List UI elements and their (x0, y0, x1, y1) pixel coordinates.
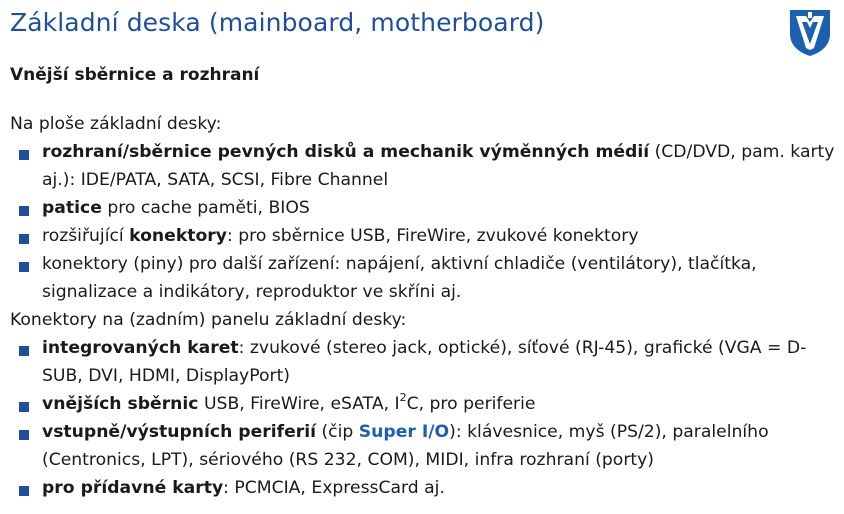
item-label: vstupně/výstupních periferií (42, 422, 317, 442)
item-label: patice (42, 198, 102, 218)
item-text: C, pro periferie (406, 394, 536, 414)
accent-term: Super I/O (358, 422, 450, 442)
list-item: konektory (piny) pro další zařízení: nap… (10, 250, 836, 306)
item-text: konektory (piny) pro další zařízení: nap… (42, 254, 757, 302)
list-item: pro přídavné karty: PCMCIA, ExpressCard … (10, 474, 836, 502)
item-text: ): klávesnice, myš (PS/2), paralelního (… (42, 422, 769, 470)
square-bullet-icon (19, 206, 29, 216)
square-bullet-icon (19, 486, 29, 496)
university-shield-logo (790, 10, 830, 56)
list-item: vnějších sběrnic USB, FireWire, eSATA, I… (10, 390, 836, 418)
square-bullet-icon (19, 150, 29, 160)
item-label: konektory (129, 226, 227, 246)
square-bullet-icon (19, 346, 29, 356)
square-bullet-icon (19, 262, 29, 272)
item-label: integrovaných karet (42, 338, 239, 358)
item-text: pro cache paměti, BIOS (101, 198, 310, 218)
item-pre: rozšiřující (42, 226, 130, 246)
list-item: integrovaných karet: zvukové (stereo jac… (10, 334, 836, 390)
item-text: : zvukové (stereo jack, optické), síťové… (42, 338, 807, 386)
section1-list: rozhraní/sběrnice pevných disků a mechan… (10, 138, 836, 306)
item-label: vnějších sběrnic (42, 394, 199, 414)
square-bullet-icon (19, 402, 29, 412)
slide-title: Základní deska (mainboard, motherboard) (10, 8, 545, 37)
item-text: USB, FireWire, eSATA, I (198, 394, 400, 414)
section-subtitle: Vnější sběrnice a rozhraní (10, 65, 260, 85)
section2-list: integrovaných karet: zvukové (stereo jac… (10, 334, 836, 502)
item-text: (CD/DVD, pam. karty aj.): IDE/PATA, SATA… (42, 142, 835, 190)
superscript: 2 (399, 391, 407, 405)
list-item: rozšiřující konektory: pro sběrnice USB,… (10, 222, 836, 250)
item-label: pro přídavné karty (42, 478, 224, 498)
item-text: : PCMCIA, ExpressCard aj. (223, 478, 445, 498)
item-text: : pro sběrnice USB, FireWire, zvukové ko… (226, 226, 639, 246)
section2-intro: Konektory na (zadním) panelu základní de… (10, 310, 407, 330)
list-item: patice pro cache paměti, BIOS (10, 194, 836, 222)
list-item: rozhraní/sběrnice pevných disků a mechan… (10, 138, 836, 194)
list-item: vstupně/výstupních periferií (čip Super … (10, 418, 836, 474)
slide-body: Na ploše základní desky: rozhraní/sběrni… (10, 110, 836, 502)
section1-intro: Na ploše základní desky: (10, 114, 222, 134)
item-text: (čip (316, 422, 359, 442)
item-label: rozhraní/sběrnice pevných disků a mechan… (42, 142, 650, 162)
square-bullet-icon (19, 430, 29, 440)
square-bullet-icon (19, 234, 29, 244)
